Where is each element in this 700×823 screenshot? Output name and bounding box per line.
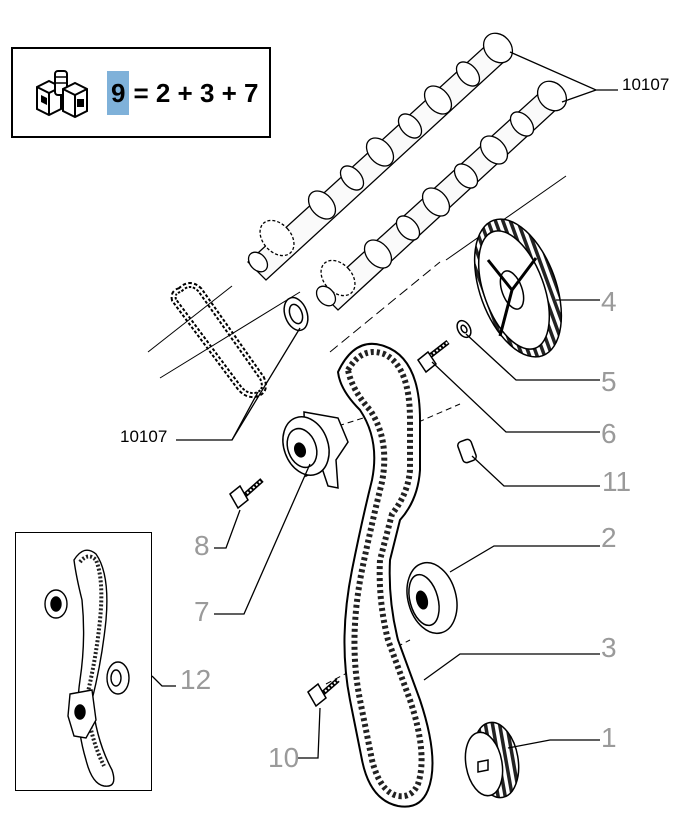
camshaft-lower xyxy=(315,80,568,311)
crankshaft-pulley xyxy=(464,721,520,799)
washer xyxy=(456,319,472,339)
callout-8: 8 xyxy=(194,530,210,561)
kit-formula: 9 = 2 + 3 + 7 xyxy=(107,71,259,115)
callout-6: 6 xyxy=(601,418,617,449)
tensioner-bolt xyxy=(229,478,264,510)
idler-pulley xyxy=(406,561,458,635)
camshaft-upper xyxy=(247,32,514,281)
callout-1: 1 xyxy=(601,722,617,753)
kit-number: 9 xyxy=(107,71,130,115)
callout-7: 7 xyxy=(194,596,210,627)
inset-assembly-drawing xyxy=(44,549,130,787)
leader-lines xyxy=(151,51,618,759)
pulley-bolt xyxy=(416,340,450,374)
callout-10107-bottom: 10107 xyxy=(120,427,168,446)
callout-12: 12 xyxy=(180,664,212,695)
callout-10: 10 xyxy=(268,742,300,773)
oil-seal xyxy=(283,296,309,332)
dowel-pin xyxy=(457,438,477,464)
callout-4: 4 xyxy=(601,286,617,317)
timing-belt xyxy=(336,342,434,808)
idler-bolt xyxy=(307,678,340,708)
callout-3: 3 xyxy=(601,632,617,663)
callout-10107-top: 10107 xyxy=(622,75,670,94)
kit-formula-box: 9 = 2 + 3 + 7 xyxy=(11,47,271,138)
belt-tensioner xyxy=(282,411,349,489)
callout-5: 5 xyxy=(601,366,617,397)
callout-11: 11 xyxy=(602,466,632,497)
cam-chain xyxy=(170,282,267,399)
kit-parts-icon xyxy=(36,70,88,119)
callout-2: 2 xyxy=(601,522,617,553)
camshaft-pulley xyxy=(473,218,563,358)
kit-formula-text: = 2 + 3 + 7 xyxy=(133,77,259,108)
inset-frame xyxy=(15,532,152,791)
